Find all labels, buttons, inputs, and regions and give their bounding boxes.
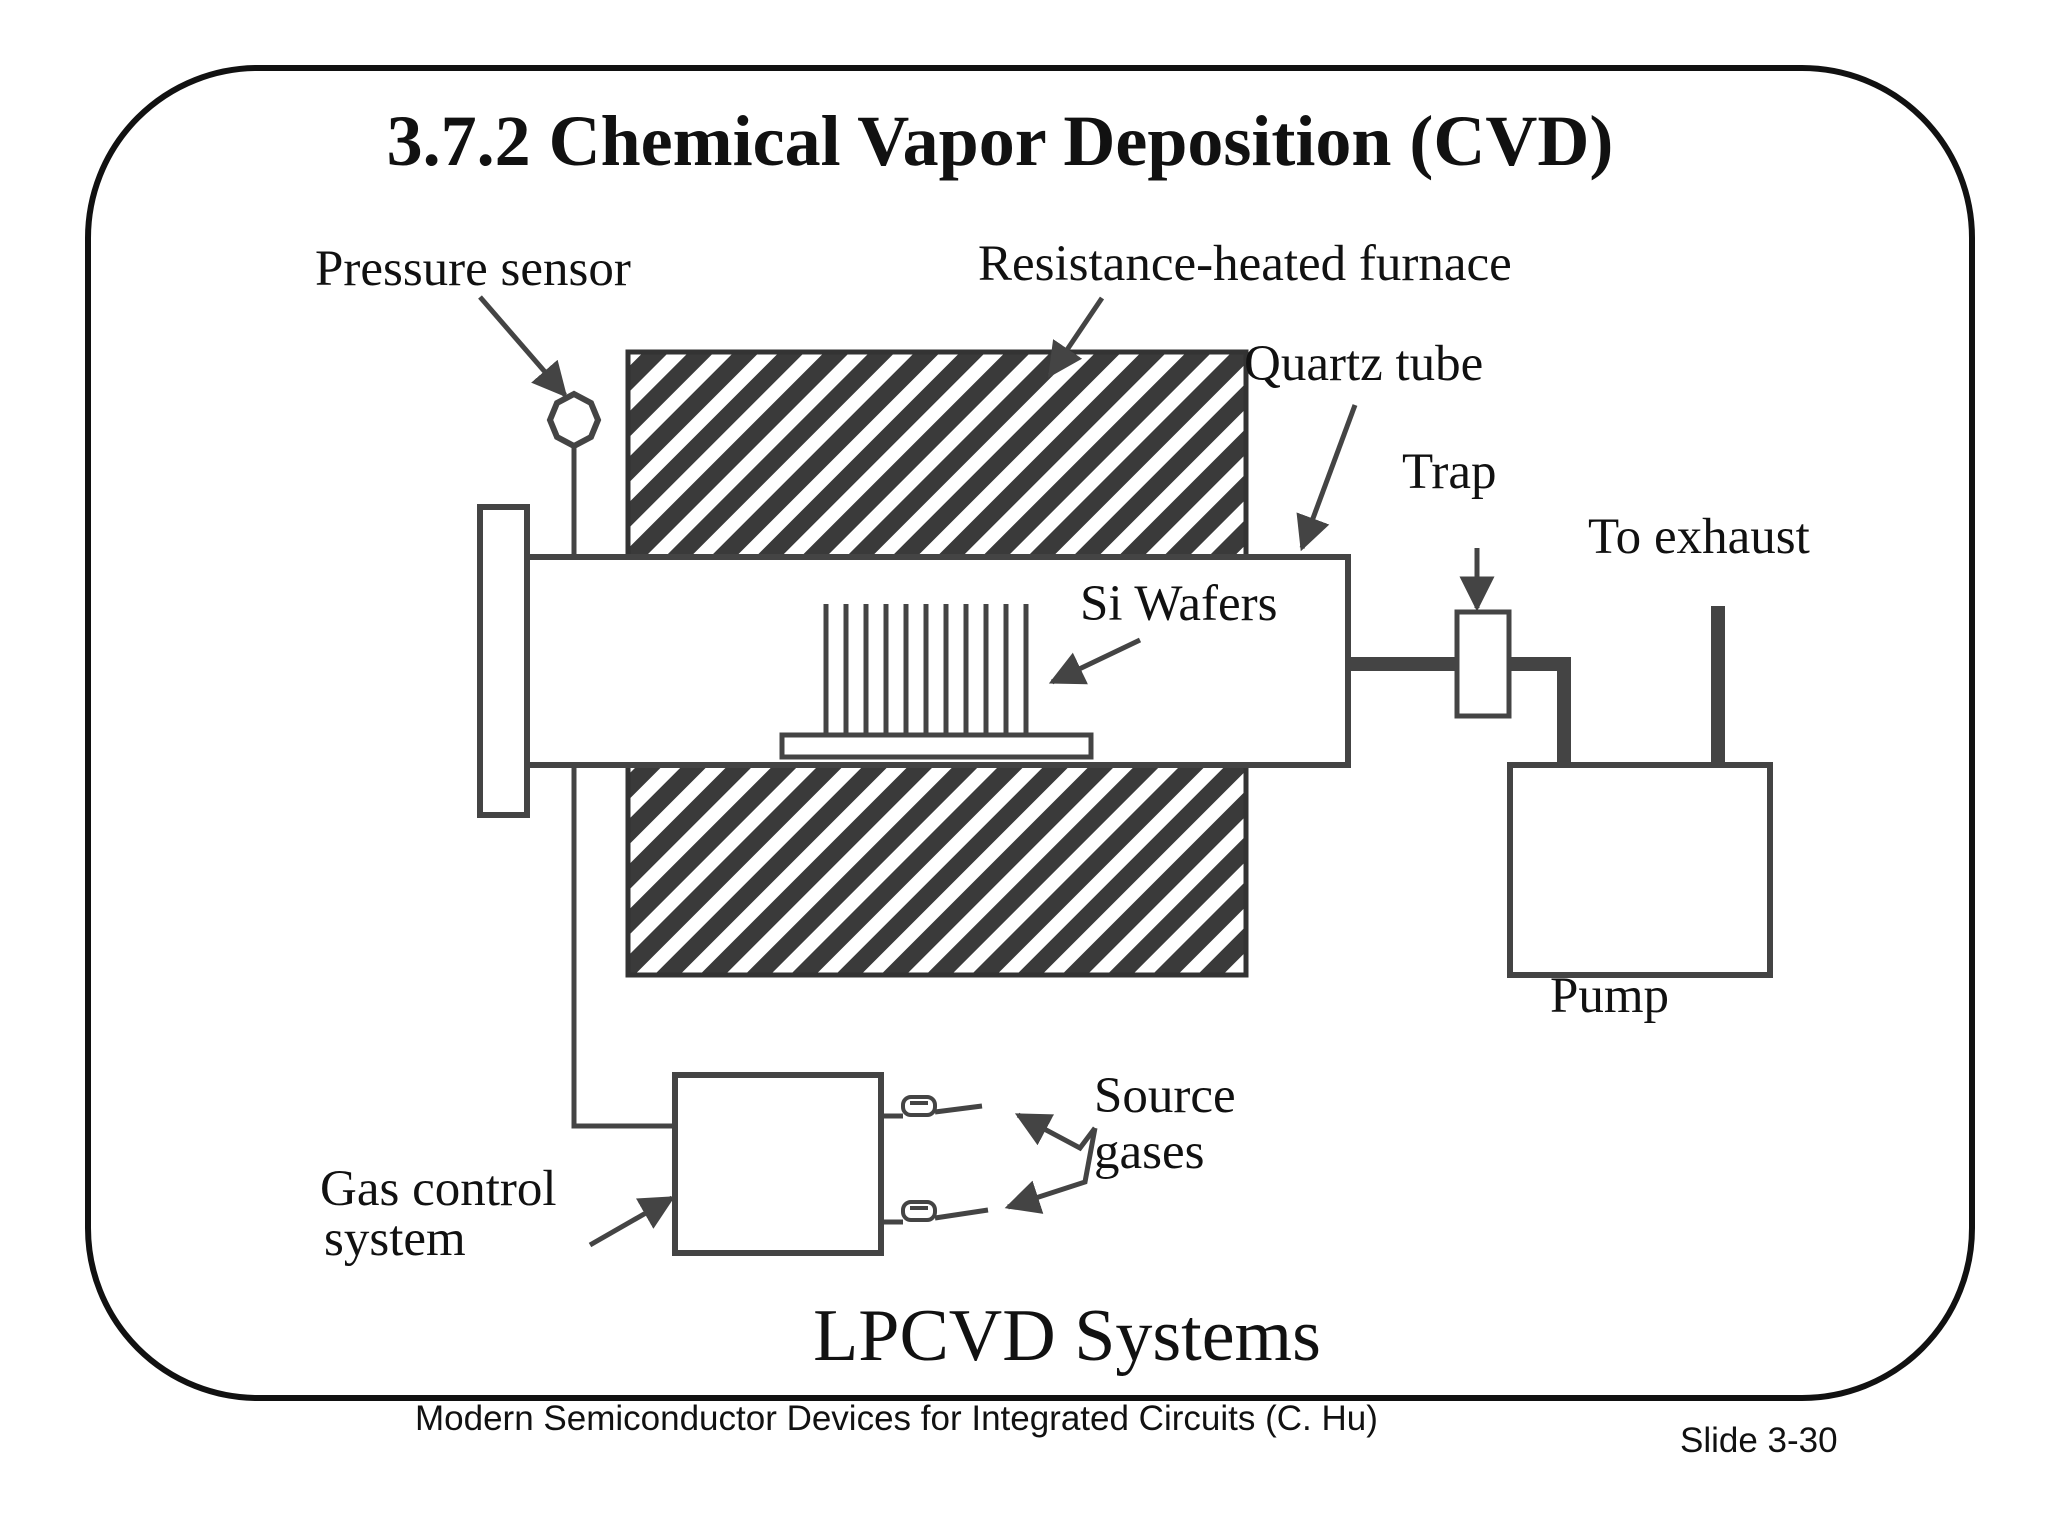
end-cap-flange <box>477 504 530 818</box>
quartz-tube-arrow <box>1296 404 1358 552</box>
quartz-tube <box>524 554 1351 768</box>
gas-control-label-2: system <box>324 1211 466 1267</box>
gas-control-arrow <box>588 1195 676 1248</box>
trap-label: Trap <box>1402 444 1496 500</box>
source-valve-2 <box>881 1200 989 1225</box>
gas-control-label-1: Gas control <box>320 1161 557 1217</box>
quartz-tube-label: Quartz tube <box>1244 336 1483 392</box>
source-valve-1 <box>881 1095 983 1119</box>
pressure-sensor-label: Pressure sensor <box>315 241 631 297</box>
gas-feed-line <box>571 765 675 1129</box>
slide-number: Slide 3-30 <box>1680 1421 1838 1460</box>
slide-footer: Modern Semiconductor Devices for Integra… <box>415 1399 1378 1438</box>
si-wafers-arrow <box>1048 637 1142 685</box>
pressure-sensor-arrow <box>478 295 568 398</box>
furnace-lower <box>625 762 1249 978</box>
slide-caption: LPCVD Systems <box>813 1295 1321 1377</box>
source-gases-arrow-upper <box>1014 1112 1097 1152</box>
pump <box>1507 762 1773 978</box>
pressure-sensor-gauge <box>546 390 602 450</box>
si-wafers <box>823 604 1029 735</box>
source-gases-arrow-lower <box>1004 1127 1098 1214</box>
slide-title: 3.7.2 Chemical Vapor Deposition (CVD) <box>387 101 1614 181</box>
trap-to-pump-line <box>1509 657 1571 765</box>
to-exhaust-label-exhaust: exhaust <box>1654 509 1810 565</box>
source-gases-label-2: gases <box>1094 1124 1204 1180</box>
to-exhaust-label-to: To <box>1588 509 1641 565</box>
furnace-label: Resistance-heated furnace <box>978 236 1512 292</box>
source-gases-label-1: Source <box>1094 1068 1236 1124</box>
slide-frame <box>85 65 1975 1401</box>
furnace-upper <box>625 349 1249 560</box>
wafer-boat <box>779 732 1094 760</box>
gas-control-box <box>672 1072 884 1256</box>
pump-label: Pump <box>1550 968 1669 1024</box>
si-wafers-label: Si Wafers <box>1080 576 1278 632</box>
furnace-arrow <box>1047 296 1105 378</box>
trap <box>1454 609 1512 719</box>
